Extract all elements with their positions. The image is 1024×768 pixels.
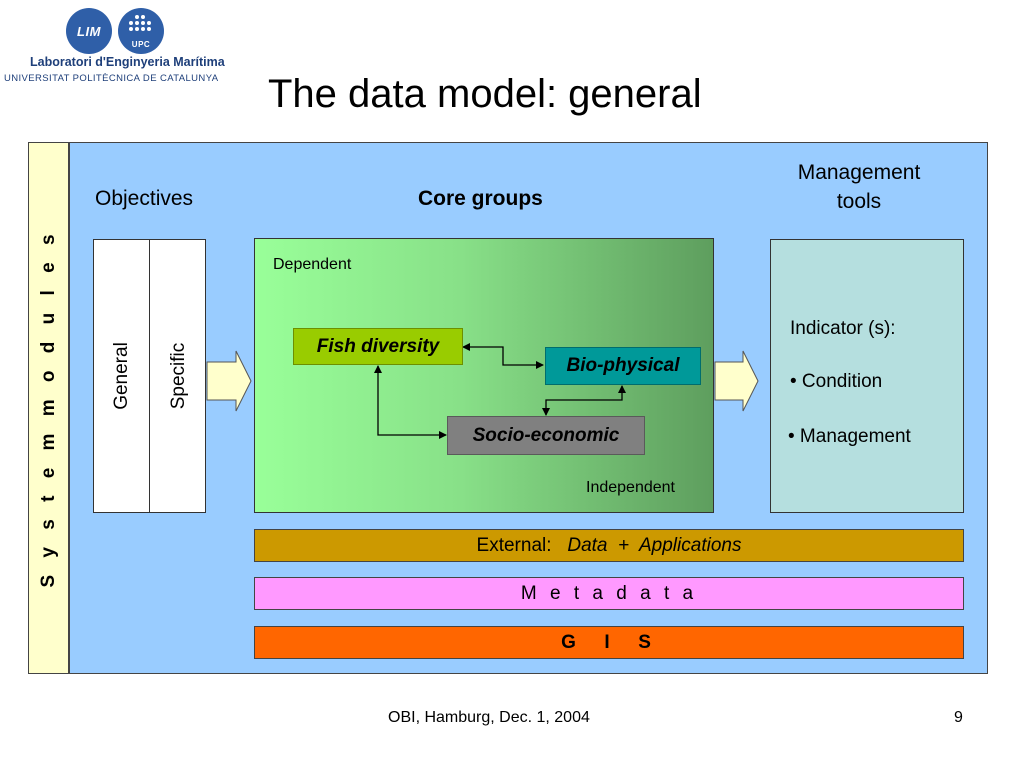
management-box bbox=[770, 239, 964, 513]
management-heading-line2: tools bbox=[836, 190, 882, 214]
node-fish-diversity-label: Fish diversity bbox=[316, 335, 440, 357]
indicator-condition: • Condition bbox=[790, 371, 883, 392]
objectives-divider bbox=[149, 240, 150, 512]
lim-logo-text: LIM bbox=[77, 23, 101, 39]
upc-logo-text: UPC bbox=[131, 40, 151, 49]
gis-label: G I S bbox=[561, 631, 657, 653]
objectives-box: General Specific bbox=[93, 239, 206, 513]
management-tools-heading: Management tools bbox=[770, 158, 948, 217]
external-prefix: External: bbox=[476, 534, 552, 556]
upc-dots-icon bbox=[129, 15, 153, 37]
page-number: 9 bbox=[954, 709, 963, 726]
node-socio-economic: Socio-economic bbox=[447, 416, 645, 455]
indicator-management: • Management bbox=[788, 426, 911, 447]
independent-label: Independent bbox=[586, 479, 675, 496]
metadata-bar: M e t a d a t a bbox=[254, 577, 964, 610]
node-bio-physical: Bio-physical bbox=[545, 347, 701, 385]
node-socio-economic-label: Socio-economic bbox=[472, 424, 620, 446]
indicator-title: Indicator (s): bbox=[790, 318, 896, 339]
connector-fish-socio bbox=[374, 365, 447, 439]
external-value: Data + Applications bbox=[567, 534, 742, 556]
arrow-core-to-management bbox=[714, 350, 759, 412]
core-groups-heading: Core groups bbox=[418, 187, 543, 210]
objectives-heading: Objectives bbox=[95, 187, 194, 210]
lim-logo: LIM bbox=[66, 8, 112, 54]
dependent-label: Dependent bbox=[273, 256, 352, 273]
gis-bar: G I S bbox=[254, 626, 964, 659]
external-bar: External: Data + Applications bbox=[254, 529, 964, 562]
connector-fish-bio bbox=[462, 343, 544, 369]
metadata-label: M e t a d a t a bbox=[520, 582, 698, 604]
node-fish-diversity: Fish diversity bbox=[293, 328, 463, 365]
lab-name: Laboratori d'Enginyeria Marítima bbox=[30, 55, 225, 69]
node-bio-physical-label: Bio-physical bbox=[566, 355, 680, 376]
connector-bio-socio bbox=[542, 385, 626, 416]
university-name: UNIVERSITAT POLITÈCNICA DE CATALUNYA bbox=[4, 73, 219, 84]
arrow-objectives-to-core bbox=[206, 350, 252, 412]
upc-logo: UPC bbox=[118, 8, 164, 54]
management-heading-line1: Management bbox=[797, 161, 921, 184]
page-title: The data model: general bbox=[268, 72, 702, 116]
footer-event: OBI, Hamburg, Dec. 1, 2004 bbox=[388, 709, 590, 726]
system-modules-bar: S y s t e m m o d u l e s bbox=[28, 142, 69, 674]
